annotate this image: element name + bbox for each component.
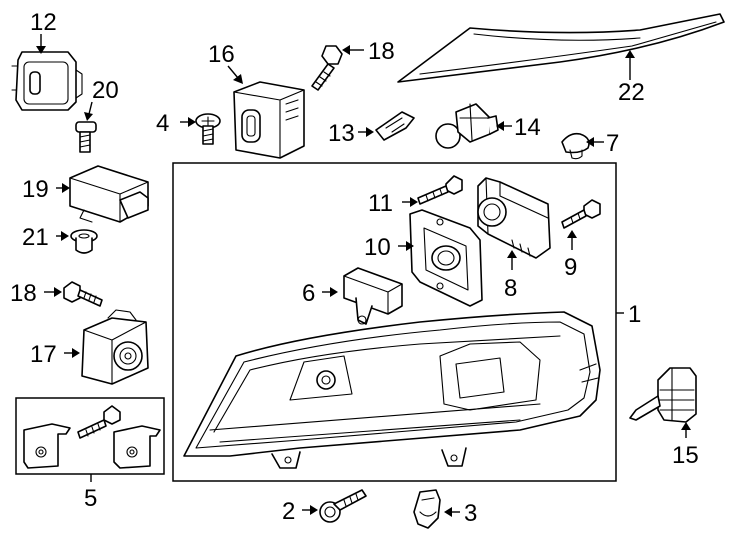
- part-20-screw: [75, 121, 97, 153]
- callout-22: 22: [618, 79, 645, 106]
- callout-11: 11: [368, 190, 393, 217]
- part-19-control-unit: [69, 165, 149, 223]
- part-18-bolt-top: [311, 45, 343, 91]
- callout-12: 12: [30, 9, 57, 36]
- callout-2: 2: [282, 498, 295, 525]
- callout-5: 5: [84, 485, 97, 512]
- part-22-trim-strip: [397, 13, 725, 83]
- callout-13: 13: [328, 120, 355, 147]
- part-13-clip: [375, 111, 415, 141]
- leader-lines: [36, 34, 691, 517]
- part-18-bolt-left: [63, 281, 103, 307]
- part-9-bolt: [561, 199, 601, 229]
- part-6-actuator: [343, 267, 403, 325]
- callout-15: 15: [672, 442, 699, 469]
- part-3-clip-nut: [413, 489, 441, 529]
- part-8-lamp-module: [477, 177, 551, 259]
- part-2-bolt: [319, 489, 367, 523]
- callout-labels: 12 20 19 21 18 17 5 16 4 18 13 14 7 22 1…: [10, 9, 699, 527]
- callout-17: 17: [30, 341, 57, 368]
- part-10-bracket: [409, 209, 483, 307]
- part-4-screw: [195, 113, 221, 145]
- callout-18-left: 18: [10, 280, 37, 307]
- callout-19: 19: [22, 176, 49, 203]
- callout-1: 1: [628, 301, 641, 328]
- callout-10: 10: [364, 234, 391, 261]
- callout-21: 21: [22, 224, 49, 251]
- part-7-grommet: [561, 132, 590, 160]
- part-5-bracket-kit: [23, 405, 161, 469]
- headlamp-assembly-frame: [172, 162, 617, 482]
- callout-16: 16: [208, 41, 235, 68]
- callout-18-top: 18: [368, 38, 395, 65]
- callout-4: 4: [156, 110, 169, 137]
- callout-9: 9: [564, 254, 577, 281]
- part-12-module: [11, 51, 83, 111]
- callout-20: 20: [92, 77, 119, 104]
- part-14-bulb-socket: [435, 103, 499, 149]
- callout-14: 14: [514, 114, 541, 141]
- part-21-nut: [70, 229, 98, 254]
- part-17-ballast: [81, 309, 149, 385]
- part-1-headlamp: [183, 311, 601, 469]
- part-11-bolt: [417, 175, 463, 205]
- bracket-kit-frame: [15, 397, 165, 475]
- part-15-bulb: [629, 367, 697, 423]
- part-16-led-module: [233, 81, 305, 159]
- callout-7: 7: [606, 130, 619, 157]
- callout-3: 3: [464, 500, 477, 527]
- callout-8: 8: [504, 275, 517, 302]
- callout-6: 6: [302, 280, 315, 307]
